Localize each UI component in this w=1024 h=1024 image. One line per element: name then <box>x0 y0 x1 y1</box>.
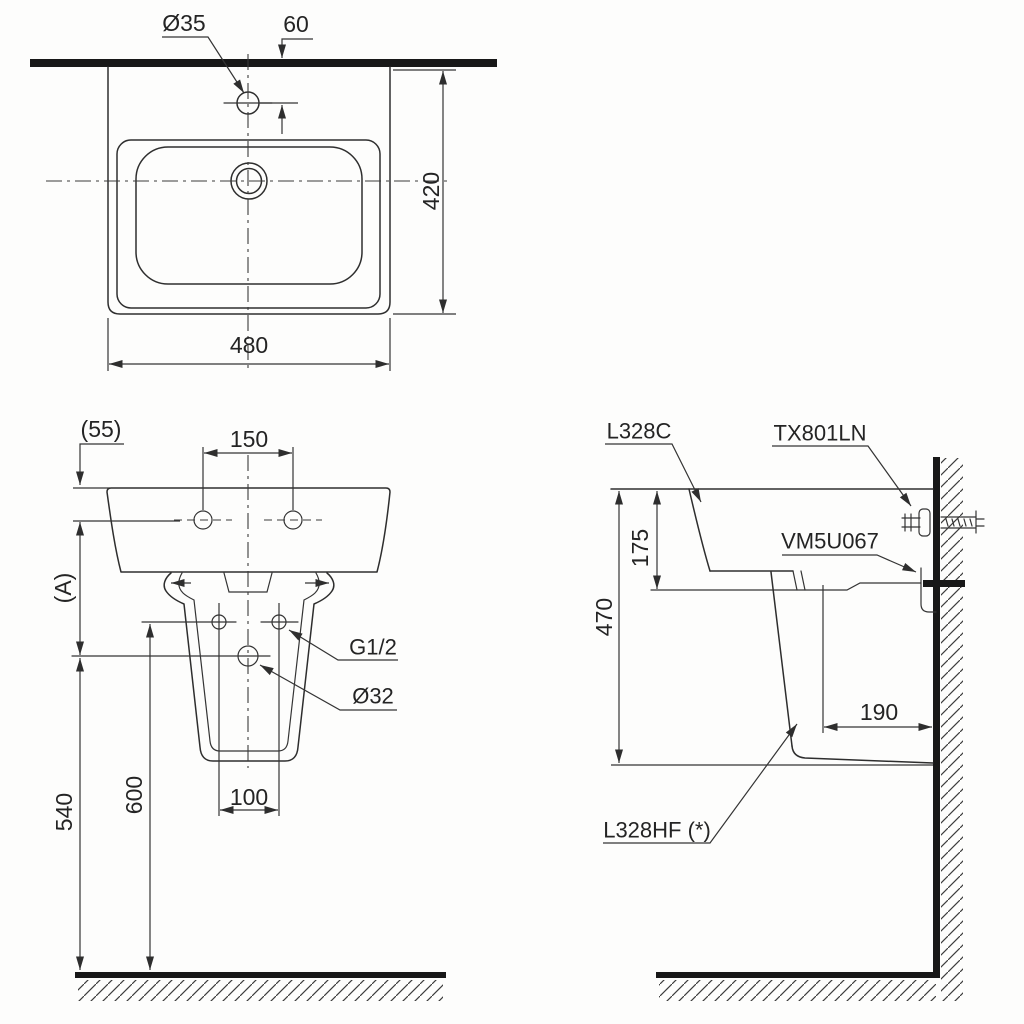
dim-depth-420: 420 <box>418 172 444 210</box>
dim-basin-depth-group: 175 <box>627 491 661 589</box>
trap-pipe-bottom-edge <box>791 745 934 764</box>
faucet-hole-leader <box>162 36 245 94</box>
offset-arrow-down <box>278 38 313 58</box>
dim-faucet-hole-group: Ø35 <box>162 10 245 94</box>
dim-width-group: 480 <box>107 318 391 371</box>
faucet-escutcheon <box>918 508 931 537</box>
label-faucet-group: TX801LN <box>772 421 912 507</box>
label-drain-dia-group: Ø32 <box>259 664 397 711</box>
label-lavatory-code: L328C <box>607 419 672 444</box>
trap-cover-box <box>920 587 937 613</box>
dim-a: (A) <box>50 573 76 604</box>
dim-hanger-spacing-group: 150 <box>202 426 294 510</box>
thread-tick1 <box>945 518 949 527</box>
floor-hatch-side <box>659 980 936 1001</box>
wall-line-side <box>933 457 940 978</box>
dim-hanger-spacing-150: 150 <box>230 426 268 452</box>
trap-leader <box>603 723 798 844</box>
dim-rim-gap-group: (55) <box>73 416 124 489</box>
floor-line-front <box>75 972 446 978</box>
pedestal-outer-outline <box>163 572 335 762</box>
lavatory-leader <box>605 443 702 503</box>
thread-tick5 <box>969 518 973 527</box>
label-supply-valve-group: VM5U067 <box>781 529 917 573</box>
top-view: Ø35 60 420 480 <box>30 10 497 372</box>
trap-pipe-front-edge <box>770 571 793 747</box>
dim-outlet-height-group: 470 <box>591 491 933 766</box>
dim-supply-spacing-group: 100 <box>218 603 280 816</box>
label-faucet-code: TX801LN <box>774 421 867 446</box>
wall-line-plan <box>30 59 497 67</box>
label-trap-group: L328HF (*) <box>603 723 798 844</box>
sink-outline-plan <box>107 66 391 315</box>
label-supply-thread-group: G1/2 <box>288 629 398 661</box>
drain-boss-left <box>792 570 798 591</box>
floor-line-side <box>656 972 938 978</box>
sink-front-face-side <box>688 488 711 572</box>
drain-pipe-through-wall <box>923 580 965 587</box>
dim-a-group: (A) <box>50 520 180 655</box>
side-view: 175 470 190 L328C TX801LN VM5U067 <box>591 419 985 1001</box>
sink-underside-side <box>650 582 922 591</box>
sink-body-front <box>106 487 391 573</box>
floor-hatch-front <box>78 980 443 1001</box>
dim-outlet-wall-190: 190 <box>860 699 898 725</box>
basin-bowl <box>135 146 363 285</box>
drain-fitting <box>920 567 965 613</box>
dim-depth-group: 420 <box>393 69 456 315</box>
label-lavatory-group: L328C <box>605 419 702 503</box>
dim-rim-gap-55: (55) <box>81 416 122 442</box>
wall-hatch <box>941 458 963 1001</box>
faucet-leader <box>772 445 912 507</box>
front-view: 150 (55) (A) 540 600 100 <box>50 416 446 1001</box>
supply-valve-leader <box>782 554 917 573</box>
label-supply-thread: G1/2 <box>349 635 397 660</box>
rim-gap-arrow <box>76 443 124 485</box>
faucet-fitting <box>901 508 985 537</box>
dim-faucet-offset: 60 <box>283 11 309 37</box>
dim-supply-height-group: 600 <box>121 624 154 970</box>
dim-width-480: 480 <box>230 332 268 358</box>
dim-supply-height-600: 600 <box>121 776 147 814</box>
dim-supply-spacing-100: 100 <box>230 784 268 810</box>
thread-tick2 <box>951 518 955 527</box>
dim-outlet-height-470: 470 <box>591 598 617 636</box>
dim-drain-height-group: 540 <box>51 658 84 970</box>
label-supply-valve-code: VM5U067 <box>781 529 879 554</box>
thread-tick4 <box>963 518 967 527</box>
pedestal-inner-outline <box>178 572 320 752</box>
dim-drain-height-540: 540 <box>51 793 77 831</box>
label-drain-dia: Ø32 <box>352 684 394 709</box>
supply-thread-leader <box>288 629 398 661</box>
dim-faucet-offset-group: 60 <box>260 11 313 134</box>
dim-faucet-hole: Ø35 <box>162 10 205 36</box>
dim-outlet-wall-group: 190 <box>822 585 932 733</box>
dim-basin-depth-175: 175 <box>627 529 653 567</box>
drain-dia-leader <box>259 664 397 711</box>
label-trap-code: L328HF (*) <box>603 818 711 843</box>
thread-tick3 <box>957 518 961 527</box>
drain-boss-right <box>800 570 806 591</box>
